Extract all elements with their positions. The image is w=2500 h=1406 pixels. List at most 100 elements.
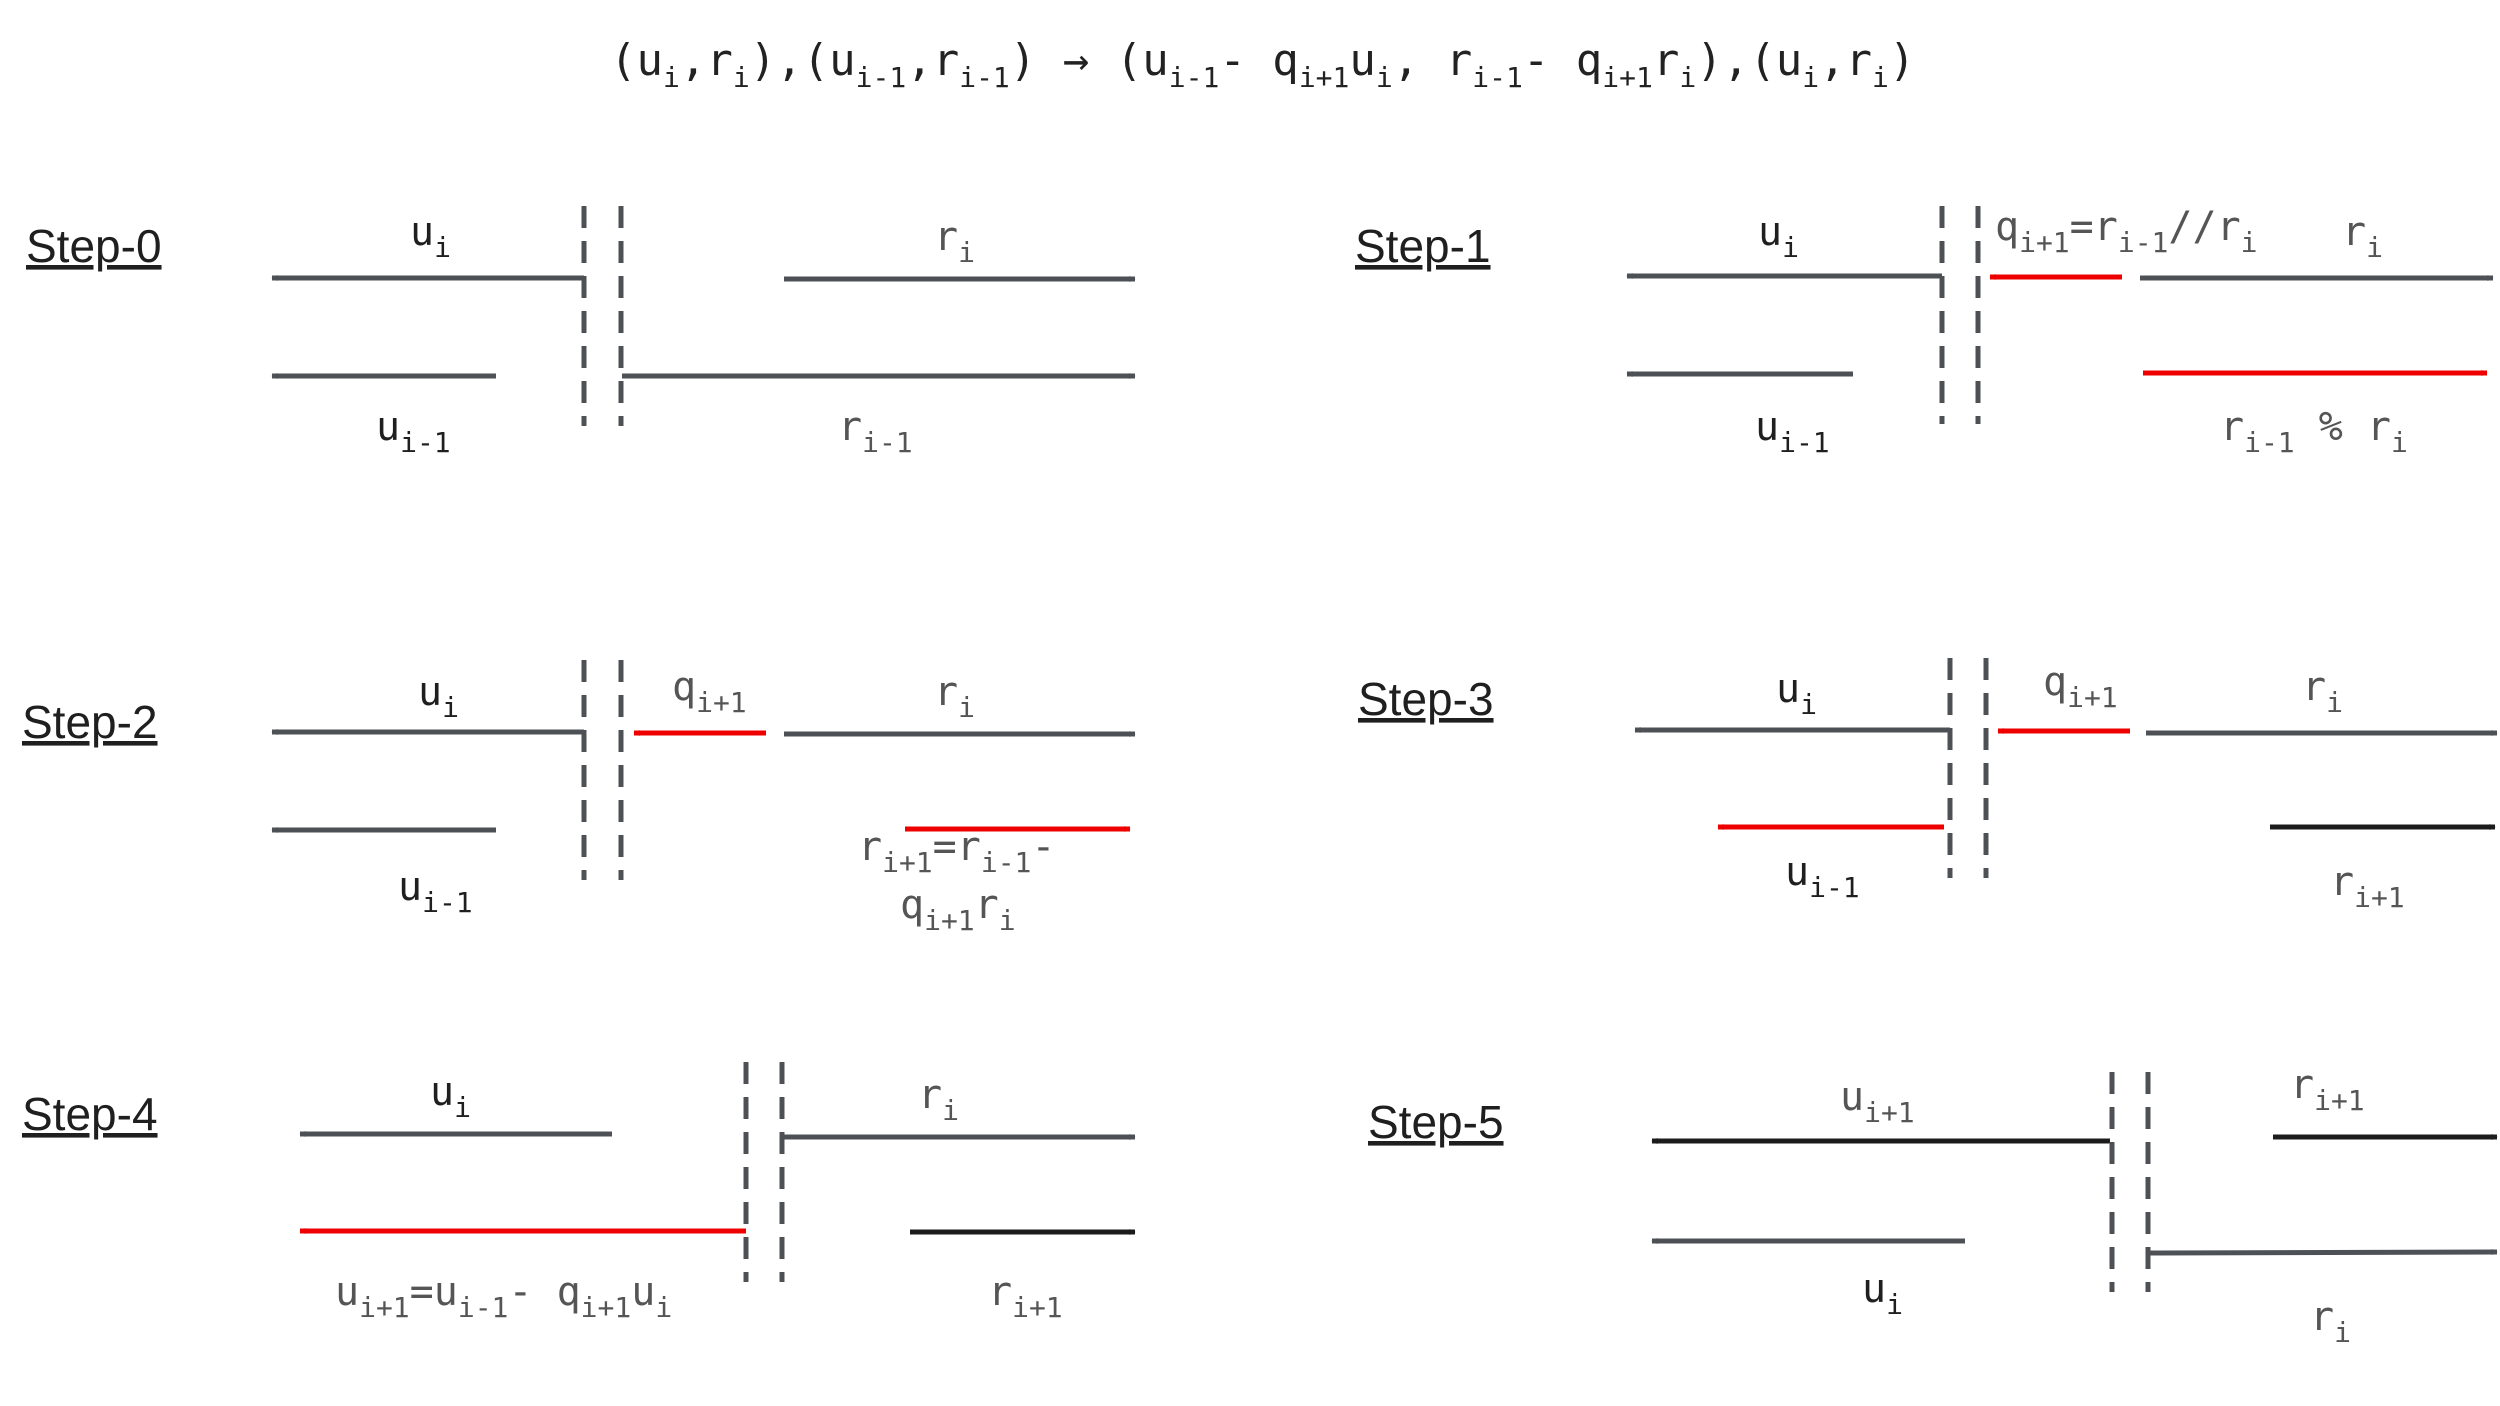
- text-run: r: [858, 824, 882, 870]
- label-r-i: ri: [2310, 1294, 2351, 1349]
- text-run: u: [1755, 404, 1779, 450]
- subscript: i: [1679, 61, 1696, 94]
- text-run: r: [1653, 35, 1680, 86]
- text-run: r: [988, 1269, 1012, 1315]
- subscript: i-1: [959, 61, 1010, 94]
- step-title: Step-2: [22, 696, 158, 748]
- text-run: =r: [933, 824, 981, 870]
- label-quotient: qi+1=ri-1//ri: [1995, 204, 2258, 259]
- text-run: ),(u: [750, 35, 856, 86]
- subscript: i-1: [458, 1291, 509, 1324]
- text-run: - q: [1219, 35, 1298, 86]
- subscript: i+1: [359, 1291, 410, 1324]
- subscript: i+1: [1299, 61, 1350, 94]
- text-run: (u: [610, 35, 663, 86]
- text-run: u: [376, 404, 400, 450]
- step-title: Step-3: [1358, 673, 1494, 725]
- label-r-i-plus-1: ri+1: [988, 1269, 1063, 1324]
- text-run: u: [430, 1069, 454, 1115]
- label-q-i-1: qi+1: [672, 664, 747, 719]
- subscript: i: [663, 61, 680, 94]
- subscript: i-1: [981, 846, 1032, 879]
- text-run: u: [631, 1269, 655, 1315]
- step-0: Step-0 ui ri ui-1 ri-1: [26, 206, 1136, 459]
- subscript: i: [2326, 686, 2343, 719]
- subscript: i: [958, 236, 975, 269]
- subscript: i+1: [1864, 1096, 1915, 1129]
- subscript: i: [442, 691, 459, 724]
- text-run: r: [2310, 1294, 2334, 1340]
- label-u-next: ui+1=ui-1- qi+1ui: [335, 1269, 672, 1324]
- subscript: i-1: [1779, 426, 1830, 459]
- text-run: r: [2342, 209, 2366, 255]
- label-r-i: ri: [2342, 209, 2383, 264]
- label-u-i: ui: [418, 669, 459, 724]
- text-run: -: [1031, 824, 1055, 870]
- text-run: u: [1349, 35, 1376, 86]
- text-run: ,r: [680, 35, 733, 86]
- label-r-i: ri: [2302, 664, 2343, 719]
- label-r-i-1: ri-1: [838, 404, 913, 459]
- label-u-i-plus-1: ui+1: [1840, 1074, 1915, 1129]
- text-run: u: [335, 1269, 359, 1315]
- subscript: i-1: [2244, 426, 2295, 459]
- text-run: r: [918, 1072, 942, 1118]
- subscript: i-1: [856, 61, 907, 94]
- subscript: i: [733, 61, 750, 94]
- subscript: i+1: [882, 846, 933, 879]
- text-run: - q: [508, 1269, 580, 1315]
- label-r-i-plus-1: ri+1: [2330, 859, 2405, 914]
- text-run: % r: [2295, 404, 2391, 450]
- label-u-i-1: ui-1: [1755, 404, 1830, 459]
- text-run: r: [975, 882, 999, 928]
- step-title: Step-5: [1368, 1096, 1504, 1148]
- subscript: i: [2391, 426, 2408, 459]
- text-run: =u: [410, 1269, 458, 1315]
- subscript: i: [1802, 61, 1819, 94]
- label-u-i: ui: [1862, 1266, 1903, 1321]
- text-run: r: [2330, 859, 2354, 905]
- label-u-i: ui: [410, 209, 451, 264]
- step-title: Step-1: [1355, 220, 1491, 272]
- subscript: i: [2241, 226, 2258, 259]
- subscript: i+1: [696, 686, 747, 719]
- text-run: , r: [1393, 35, 1472, 86]
- label-r-next-line2: qi+1ri: [900, 882, 1016, 937]
- label-u-i: ui: [1776, 666, 1817, 721]
- step-4: Step-4 ui ri ui+1=ui-1- qi+1ui ri+1: [22, 1062, 1136, 1324]
- subscript: i-1: [1169, 61, 1220, 94]
- label-r-i: ri: [934, 214, 975, 269]
- subscript: i+1: [924, 904, 975, 937]
- text-run: ) → (u: [1010, 35, 1169, 86]
- text-run: u: [1840, 1074, 1864, 1120]
- text-run: q: [2043, 659, 2067, 705]
- text-run: u: [1862, 1266, 1886, 1312]
- text-run: ,r: [1819, 35, 1872, 86]
- text-run: q: [900, 882, 924, 928]
- text-run: q: [1995, 204, 2019, 250]
- subscript: i: [434, 231, 451, 264]
- text-run: ): [1889, 35, 1916, 86]
- label-u-i: ui: [430, 1069, 471, 1124]
- text-run: r: [838, 404, 862, 450]
- subscript: i+1: [1602, 61, 1653, 94]
- label-r-next-line1: ri+1=ri-1-: [858, 824, 1056, 879]
- subscript: i-1: [2118, 226, 2169, 259]
- label-q-i-1: qi+1: [2043, 659, 2118, 714]
- text-run: r: [934, 669, 958, 715]
- step-3: Step-3 ui qi+1 ri ui-1 ri+1: [1358, 658, 2498, 914]
- text-run: r: [2290, 1062, 2314, 1108]
- step-5: Step-5 ui+1 ri+1 ui ri: [1368, 1062, 2498, 1349]
- subscript: i+1: [2019, 226, 2070, 259]
- text-run: =r: [2070, 204, 2118, 250]
- subscript: i-1: [862, 426, 913, 459]
- subscript: i: [958, 691, 975, 724]
- label-u-i-1: ui-1: [376, 404, 451, 459]
- subscript: i+1: [2314, 1084, 2365, 1117]
- text-run: - q: [1523, 35, 1602, 86]
- header-formula: (ui,ri),(ui-1,ri-1) → (ui-1- qi+1ui, ri-…: [610, 35, 1915, 94]
- label-u-i: ui: [1758, 209, 1799, 264]
- text-run: u: [1758, 209, 1782, 255]
- subscript: i: [1886, 1288, 1903, 1321]
